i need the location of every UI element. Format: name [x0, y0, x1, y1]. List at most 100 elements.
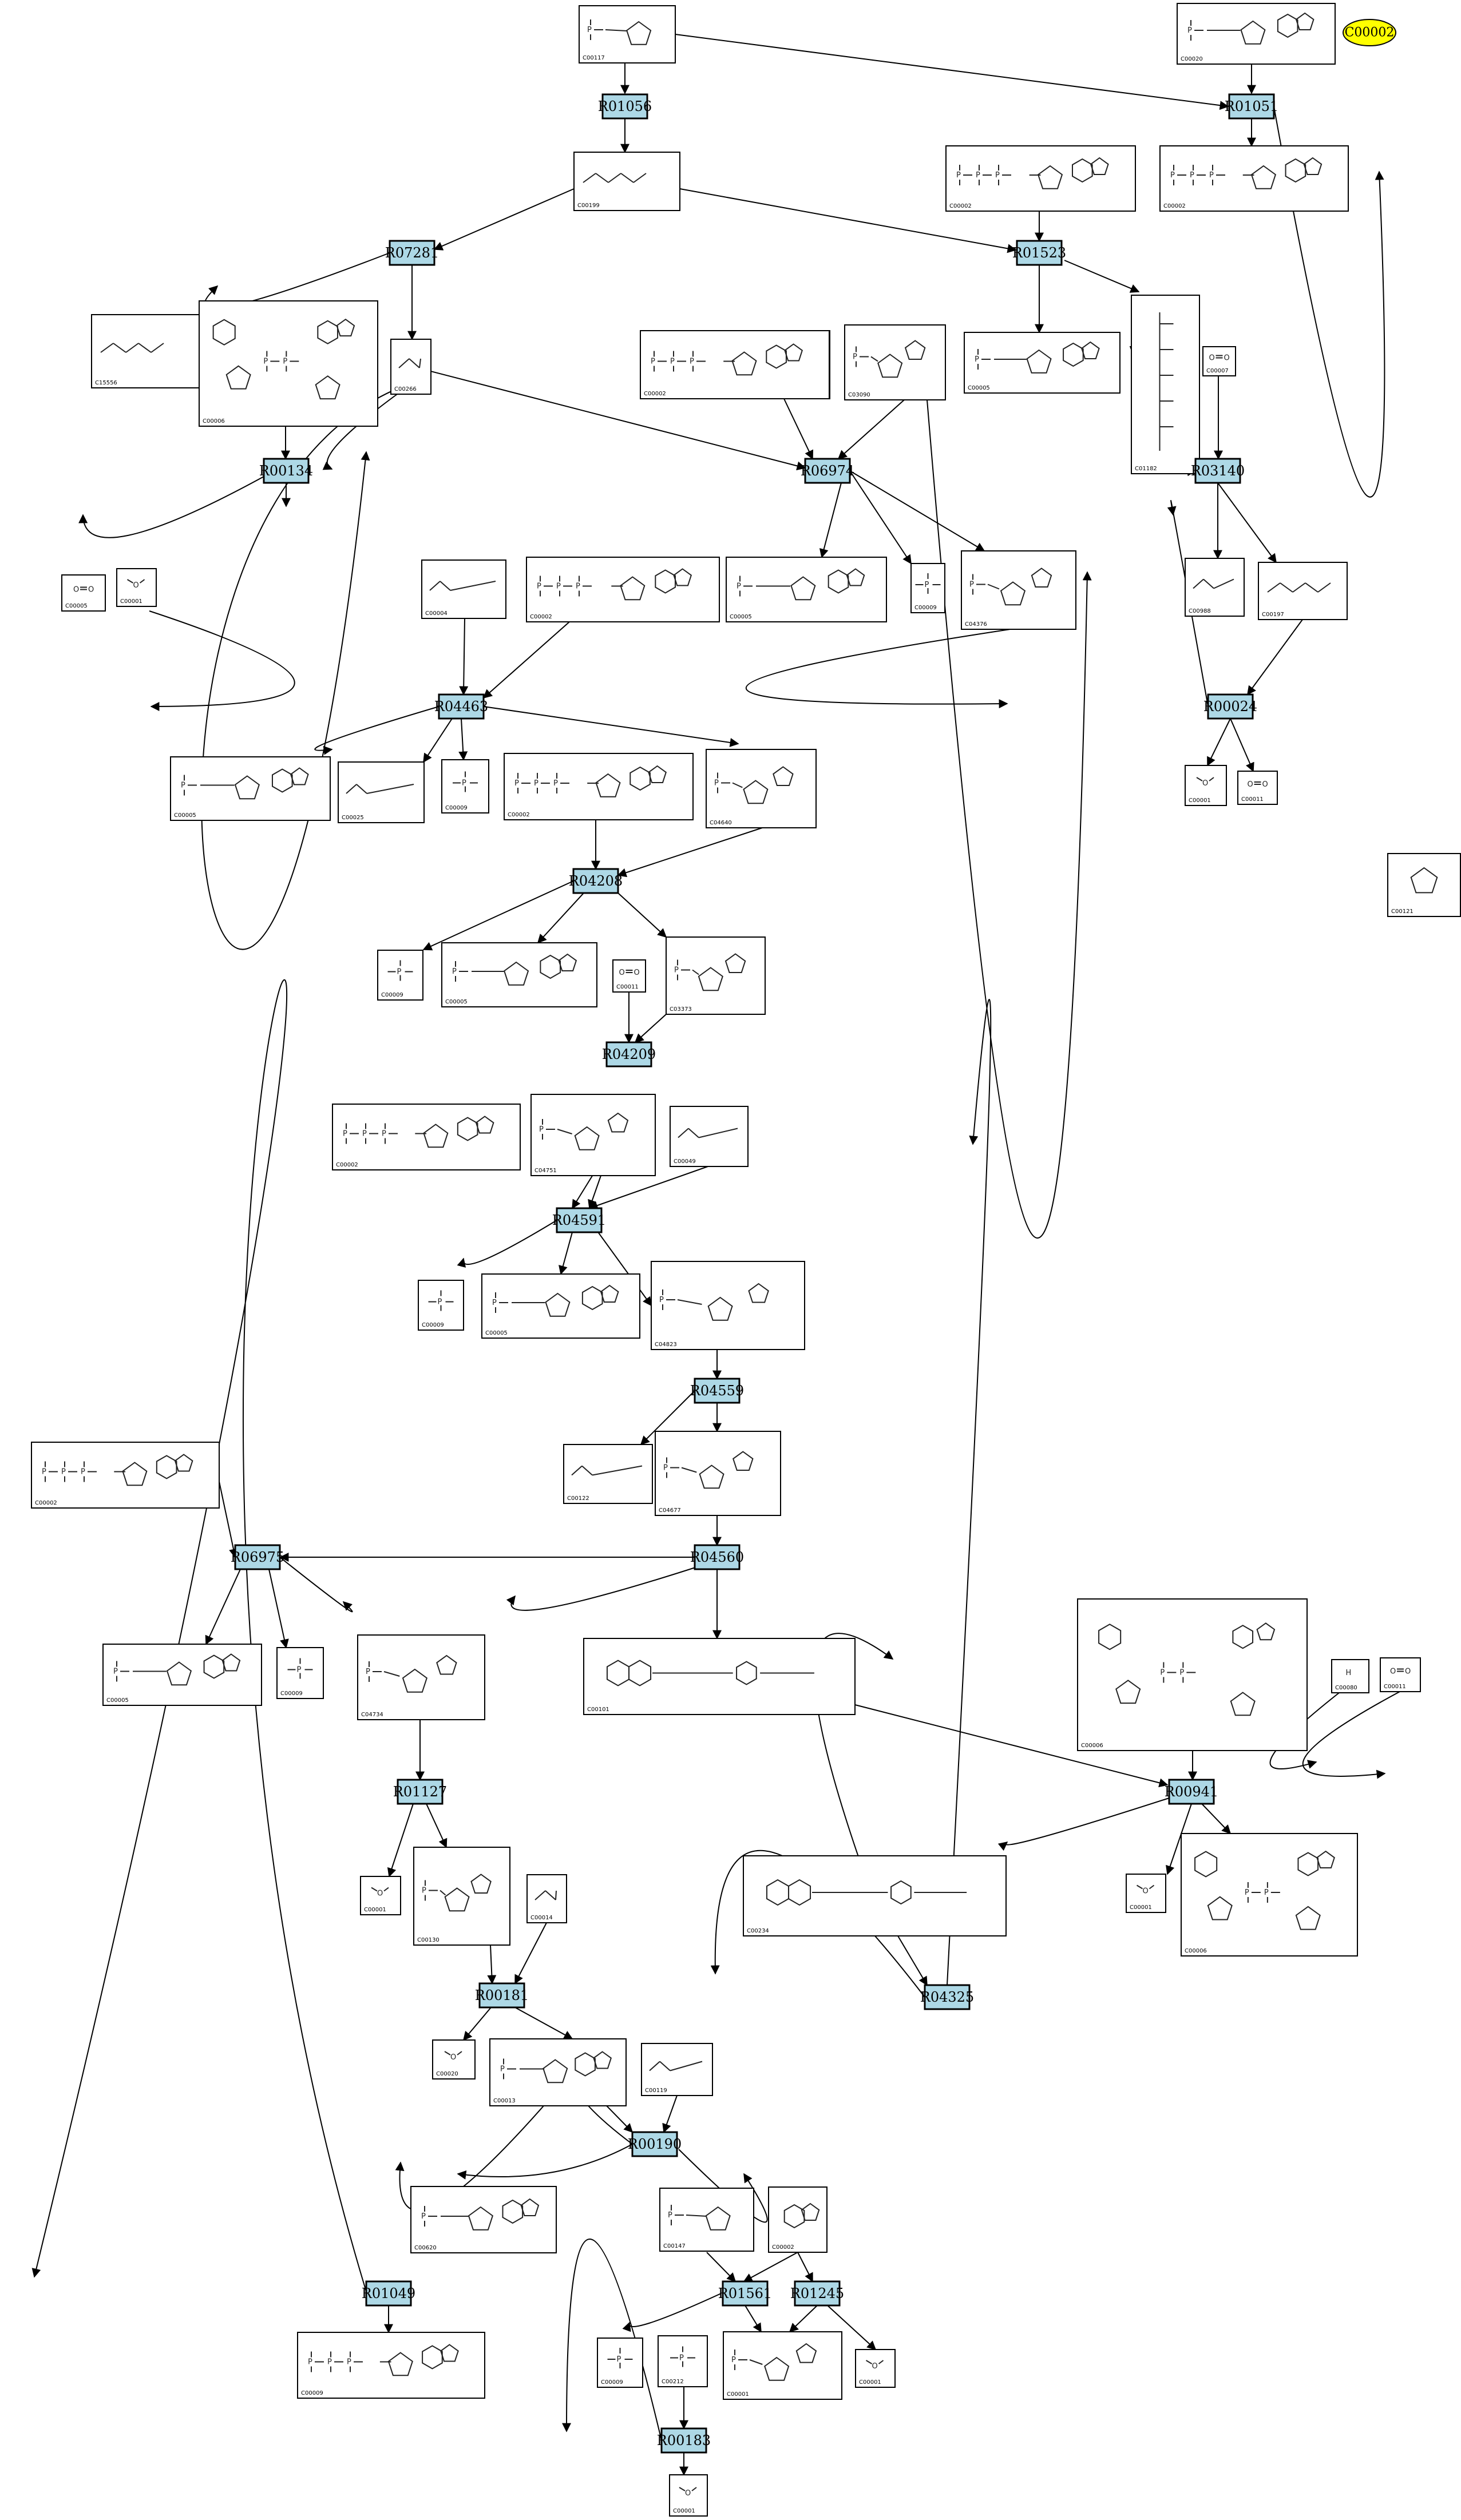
compound-node[interactable]: C00049 [670, 1106, 749, 1167]
reaction-label: R04559 [690, 1383, 744, 1399]
edge-arrow [514, 2007, 573, 2039]
reaction-label: R01056 [598, 98, 652, 114]
reaction-node[interactable]: R06975 [231, 1544, 284, 1570]
query-compound-node[interactable]: C00002 [1343, 19, 1396, 46]
reaction-node[interactable]: R01051 [1225, 93, 1278, 120]
compound-node[interactable]: C00004 [421, 559, 506, 619]
reaction-node[interactable]: R00941 [1165, 1779, 1218, 1805]
reaction-node[interactable]: R01523 [1012, 240, 1066, 266]
reaction-node[interactable]: R06974 [801, 458, 854, 484]
compound-node[interactable]: C00199 [573, 152, 680, 211]
compound-node[interactable]: C00122 [563, 1444, 653, 1504]
reaction-node[interactable]: R01056 [598, 93, 652, 120]
reaction-node[interactable]: R04325 [920, 1984, 974, 2010]
reaction-node[interactable]: R01127 [393, 1779, 447, 1805]
compound-node[interactable]: C00197 [1258, 562, 1348, 620]
reaction-node[interactable]: R04208 [569, 868, 623, 894]
reaction-node[interactable]: R00181 [475, 1982, 529, 2009]
reaction-node[interactable]: R04559 [690, 1378, 744, 1404]
reaction-node[interactable]: R03140 [1191, 458, 1245, 484]
reaction-node[interactable]: R01245 [790, 2280, 844, 2307]
reaction-node[interactable]: R07281 [385, 240, 439, 266]
reaction-node[interactable]: R01561 [718, 2280, 772, 2307]
reaction-node[interactable]: R04463 [434, 693, 488, 720]
compound-box [1159, 145, 1349, 212]
compound-node[interactable]: C15556 [91, 314, 212, 388]
compound-node[interactable]: C00234 [743, 1855, 1007, 1936]
compound-node[interactable]: C00025 [338, 761, 425, 823]
compound-node[interactable]: C00014 [526, 1874, 567, 1923]
compound-node[interactable]: C00266 [390, 339, 431, 395]
edge-arrow [927, 399, 1092, 1239]
reaction-node[interactable]: R04591 [552, 1207, 606, 1233]
reaction-label: R01049 [362, 2285, 415, 2301]
compound-node[interactable]: C00002 [768, 2186, 827, 2253]
reaction-node[interactable]: R04209 [602, 1041, 656, 1067]
reaction-node[interactable]: R00183 [657, 2427, 711, 2454]
compound-node[interactable]: C00121 [1387, 853, 1461, 917]
compound-box [641, 2043, 713, 2096]
compound-node[interactable]: C00119 [641, 2043, 713, 2096]
reaction-node[interactable]: R00190 [628, 2131, 682, 2157]
reaction-node[interactable]: R01049 [362, 2280, 415, 2307]
reaction-node[interactable]: R00134 [259, 458, 313, 484]
reaction-node[interactable]: R04560 [690, 1544, 744, 1570]
compound-node[interactable]: C00988 [1185, 558, 1245, 617]
compound-node[interactable]: C01182 [1131, 295, 1200, 474]
reaction-node[interactable]: R00024 [1203, 693, 1257, 720]
compound-node[interactable]: C00101 [583, 1638, 856, 1715]
